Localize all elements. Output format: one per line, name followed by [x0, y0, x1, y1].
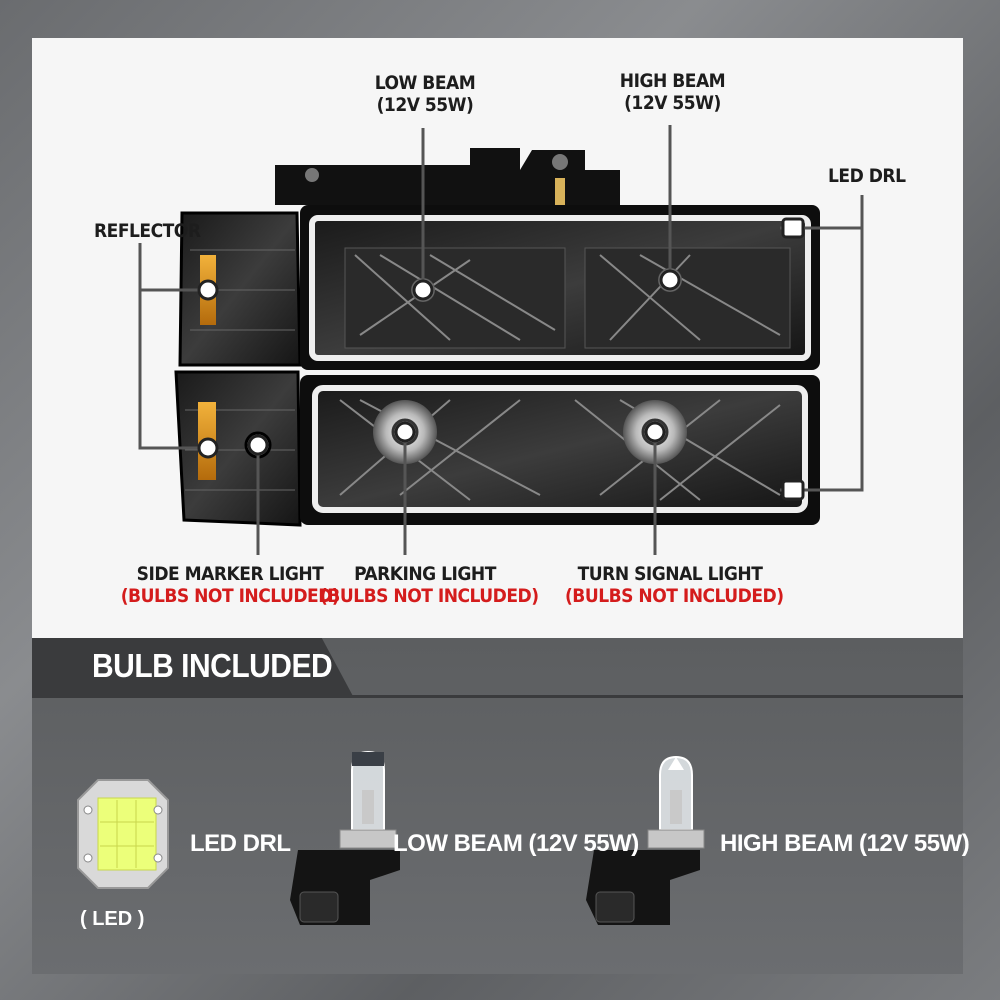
turn-signal-callout: TURN SIGNAL LIGHT (BULBS NOT INCLUDED) — [565, 563, 784, 607]
high-beam-bulb-icon — [586, 755, 705, 925]
callout-leader-lines — [138, 125, 864, 555]
mounting-bracket — [275, 148, 620, 212]
banner-divider — [32, 695, 963, 698]
side-marker-callout: SIDE MARKER LIGHT (BULBS NOT INCLUDED) — [120, 563, 340, 607]
led-caption: ( LED ) — [80, 908, 145, 930]
high-beam-spec: (12V 55W) — [624, 92, 721, 114]
side-marker-note: (BULBS NOT INCLUDED) — [120, 585, 340, 607]
high-beam-bulb-label: HIGH BEAM (12V 55W) — [720, 830, 970, 857]
high-beam-title: HIGH BEAM — [619, 70, 726, 92]
low-beam-title: LOW BEAM — [374, 72, 476, 94]
callout-markers — [197, 217, 805, 501]
parking-light-callout: PARKING LIGHT (BULBS NOT INCLUDED) — [320, 563, 539, 607]
turn-signal-note: (BULBS NOT INCLUDED) — [565, 585, 784, 607]
signal-bar-housing — [300, 375, 820, 525]
low-beam-bulb-label: LOW BEAM (12V 55W) — [393, 830, 639, 857]
parking-light-note: (BULBS NOT INCLUDED) — [320, 585, 539, 607]
parking-light-title: PARKING LIGHT — [354, 563, 496, 585]
side-marker-title: SIDE MARKER LIGHT — [136, 563, 324, 585]
bulb-included-banner — [32, 638, 354, 698]
headlight-housing — [300, 205, 820, 370]
low-beam-callout: LOW BEAM (12V 55W) — [370, 72, 480, 116]
led-drl-bulb-label: LED DRL — [190, 830, 291, 857]
bulb-included-title: BULB INCLUDED — [92, 648, 333, 685]
low-beam-spec: (12V 55W) — [376, 94, 474, 116]
turn-signal-title: TURN SIGNAL LIGHT — [577, 563, 763, 585]
high-beam-callout: HIGH BEAM (12V 55W) — [615, 70, 730, 114]
low-beam-bulb-icon — [290, 750, 400, 925]
led-chip-icon — [77, 779, 169, 889]
reflector-callout: REFLECTOR — [94, 220, 201, 242]
led-drl-callout: LED DRL — [828, 165, 906, 187]
